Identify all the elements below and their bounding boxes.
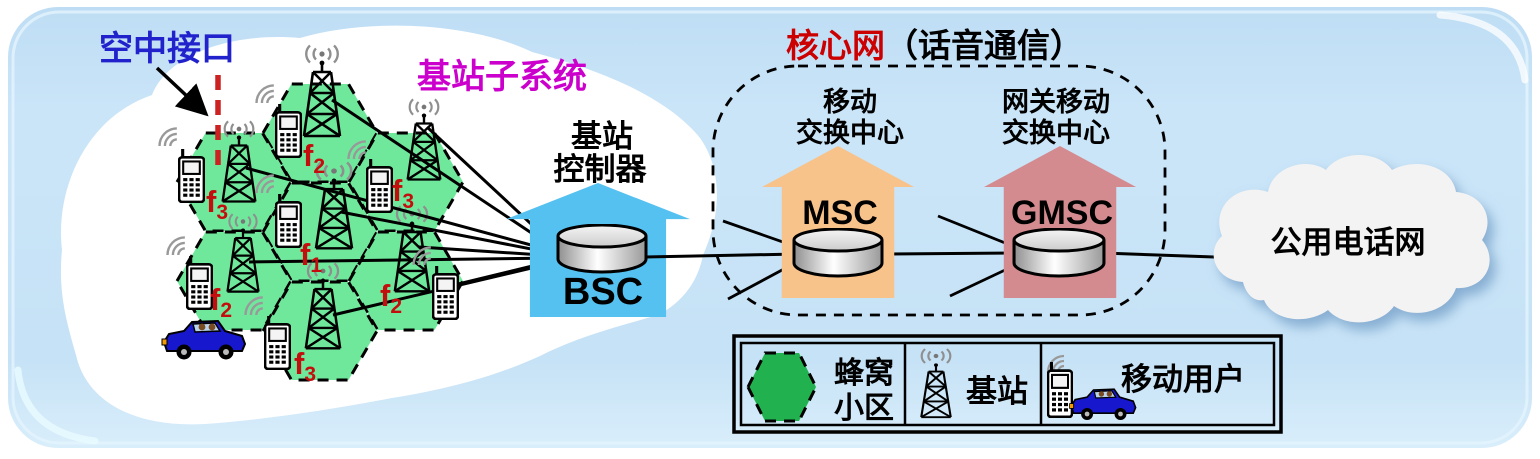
freq-label-f2-top: f2 (303, 138, 325, 178)
bsc-label-line1: 基站 (571, 119, 633, 154)
cellphone-icon (178, 149, 205, 203)
cellphone-icon (432, 266, 459, 320)
trunk-lines (644, 251, 1215, 259)
freq-label-f2-bottom-right: f2 (380, 278, 402, 318)
core-network-title: 核心网（话音通信） (786, 27, 1083, 64)
gmsc-cylinder-node (1012, 228, 1106, 278)
gmsc-label-line1: 网关移动 (1002, 87, 1110, 117)
legend-cell-label-line2: 小区 (834, 392, 894, 425)
legend: 蜂窝 小区 基站 移动用户 (732, 334, 1283, 434)
legend-inner-border (739, 341, 1276, 427)
cell-hexagon (261, 280, 379, 382)
frequency-labels: f2 f3 f3 f1 f2 f2 f3 (206, 138, 414, 386)
gmsc-label-line2: 交换中心 (1002, 117, 1110, 148)
core-network-dashed-boundary (711, 64, 1167, 317)
pstn-label: 公用电话网 (1271, 225, 1426, 260)
air-interface-pointer-arrow (155, 66, 209, 117)
bss-title: 基站子系统 (417, 58, 587, 96)
cellphone-icon (275, 194, 302, 248)
cellphone-icon (186, 256, 213, 310)
panel-gloss-bottom-left (14, 366, 99, 445)
msc-label-line1: 移动 (823, 87, 877, 117)
legend-base-station-label: 基站 (966, 374, 1028, 409)
legend-outer-border (732, 334, 1283, 434)
air-interface-label: 空中接口 (99, 30, 235, 68)
gmsc-name: GMSC (1011, 194, 1113, 232)
freq-label-f3-bottom: f3 (294, 346, 316, 386)
freq-label-f3-right: f3 (392, 173, 414, 213)
bsc-cylinder-node (556, 224, 648, 274)
panel-inner-highlight (11, 10, 1529, 445)
freq-label-f2-bottom-left: f2 (210, 282, 232, 322)
legend-cell-hexagon-icon (746, 351, 818, 423)
cellphone-icon (264, 316, 291, 370)
cellphone-icon (1047, 362, 1073, 418)
bsc-label-line2: 控制器 (554, 152, 648, 187)
msc-label-line2: 交换中心 (796, 117, 904, 148)
panel-gloss-top-right (1436, 11, 1529, 84)
pstn-cloud (1213, 155, 1490, 323)
legend-cell-label-line1: 蜂窝 (834, 356, 894, 390)
freq-label-f1-center: f1 (300, 237, 322, 277)
bsc-name: BSC (563, 271, 643, 313)
msc-name: MSC (802, 194, 878, 232)
cellphone-icon (366, 159, 393, 213)
cellphone-icon (275, 104, 302, 158)
legend-mobile-user-label: 移动用户 (1121, 362, 1245, 397)
msc-cylinder-node (792, 228, 884, 278)
freq-label-f3-left: f3 (206, 184, 228, 224)
